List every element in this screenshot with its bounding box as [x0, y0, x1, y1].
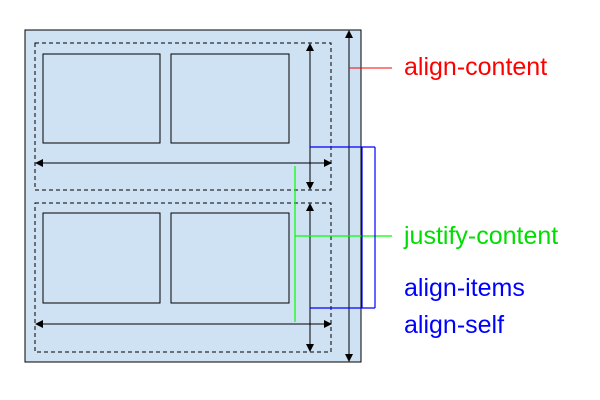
justify-content-label: justify-content	[404, 222, 559, 250]
justify-content-bracket	[294, 166, 392, 322]
flex-item-4	[170, 212, 290, 304]
flex-line-1	[34, 42, 332, 191]
flex-item-3	[42, 212, 161, 304]
align-items-bracket	[310, 146, 376, 309]
flex-item-1	[42, 53, 161, 144]
align-self-label: align-self	[404, 311, 505, 339]
align-content-label: align-content	[404, 53, 548, 81]
flex-item-2	[170, 53, 290, 144]
flex-line-2	[34, 202, 332, 353]
align-items-label: align-items	[404, 274, 525, 302]
